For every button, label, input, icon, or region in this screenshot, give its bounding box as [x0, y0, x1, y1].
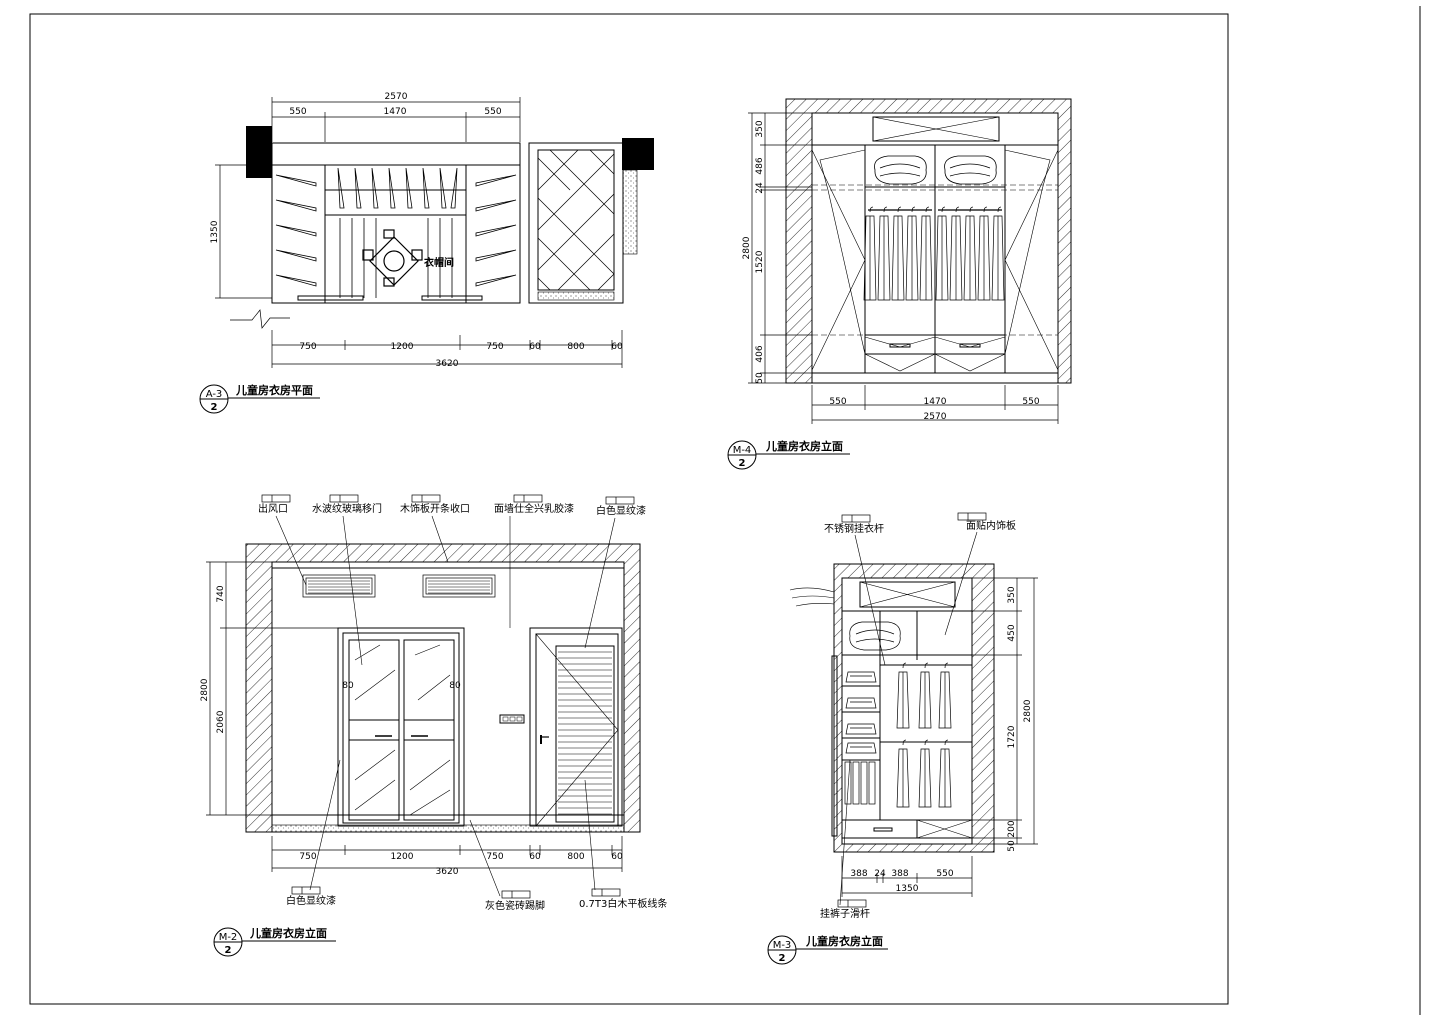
m4-dim-bottom-total: 2570	[924, 412, 947, 422]
m3-dim-b-total: 1350	[896, 884, 919, 894]
callout-wall-paint: 面墙仕全兴乳胶漆	[494, 502, 574, 515]
dim-bottom-5: 800	[567, 342, 584, 352]
m3-title: 儿童房衣房立面	[805, 934, 883, 948]
m2-dim-bottom: 2060	[216, 710, 226, 733]
m3-dim-b3: 388	[891, 869, 908, 879]
m2-dim-b3: 750	[486, 852, 503, 862]
m4-dim-6: 50	[755, 372, 765, 384]
elevation-m4: 2800 350 24 486 1520 406 50 550 1470 550…	[727, 98, 1072, 470]
m3-dim-2: 450	[1007, 624, 1017, 641]
callout-white-paint-top: 白色显纹漆	[596, 504, 646, 517]
m4-dim-2: 24	[755, 182, 765, 194]
plan-tag: A-3	[206, 389, 223, 400]
m3-dim-b4: 550	[936, 869, 953, 879]
m3-dim-5: 50	[1007, 840, 1017, 852]
dim-top-total: 2570	[385, 92, 408, 102]
dim-bottom-4: 60	[529, 342, 541, 352]
callout-glass-door: 水波纹玻璃移门	[312, 502, 382, 515]
m3-dim-4: 200	[1007, 820, 1017, 837]
m3-dim-total: 2800	[1023, 699, 1033, 722]
door-mark-left: 80	[342, 681, 354, 691]
elevation-m2: 80 80 出风口 水波纹玻璃移门 木饰板开条收口 面墙仕全兴乳胶漆 白色显纹漆	[200, 494, 987, 957]
callout-tile-skirting: 灰色瓷砖踢脚	[485, 899, 545, 912]
m4-dim-3: 486	[755, 157, 765, 174]
m3-sheet: 2	[779, 953, 786, 964]
m4-dim-1: 350	[755, 120, 765, 137]
callout-wood-trim: 木饰板开条收口	[400, 502, 470, 515]
m4-dim-5: 406	[755, 345, 765, 362]
m4-dim-total: 2800	[742, 236, 752, 259]
elevation-m3: 不锈钢挂衣杆 面贴内饰板 挂裤子滑杆 2800 350 450 1720 200…	[767, 519, 1038, 965]
callout-wood-strip: 0.7T3白木平板线条	[579, 897, 667, 910]
callout-inner-panel: 面贴内饰板	[966, 519, 1016, 532]
m4-sheet: 2	[739, 458, 746, 469]
m2-dim-b1: 750	[299, 852, 316, 862]
m2-dim-b4: 60	[529, 852, 541, 862]
m2-dim-b-total: 3620	[436, 867, 459, 877]
m4-title: 儿童房衣房立面	[765, 439, 843, 453]
m2-sheet: 2	[225, 945, 232, 956]
m2-dim-b5: 800	[567, 852, 584, 862]
m4-tag: M-4	[733, 445, 752, 456]
room-label: 衣帽间	[424, 256, 454, 269]
dim-left: 1350	[210, 220, 220, 243]
callout-vent: 出风口	[258, 502, 288, 515]
m2-dim-b2: 1200	[391, 852, 414, 862]
plan-sheet: 2	[211, 402, 218, 413]
plan-title: 儿童房衣房平面	[235, 383, 313, 397]
m2-tag: M-2	[219, 932, 238, 943]
m3-dim-1: 350	[1007, 586, 1017, 603]
dim-bottom-2: 1200	[391, 342, 414, 352]
dim-top-mid: 1470	[384, 107, 407, 117]
m2-title: 儿童房衣房立面	[249, 926, 327, 940]
m3-dim-b1: 388	[850, 869, 867, 879]
dim-bottom-total: 3620	[436, 359, 459, 369]
callout-white-paint-bottom: 白色显纹漆	[286, 894, 336, 907]
m3-dim-3: 1720	[1007, 725, 1017, 748]
dim-bottom-1: 750	[299, 342, 316, 352]
dim-bottom-3: 750	[486, 342, 503, 352]
m4-dim-bottom-mid: 1470	[924, 397, 947, 407]
m4-dim-4: 1520	[755, 250, 765, 273]
callout-trouser-rail: 挂裤子滑杆	[820, 907, 870, 920]
dim-top-right: 550	[484, 107, 501, 117]
m2-dim-total: 2800	[200, 678, 210, 701]
dim-top-left: 550	[289, 107, 306, 117]
m2-dim-b6: 60	[611, 852, 623, 862]
dim-bottom-6: 60	[611, 342, 623, 352]
m4-dim-bottom-right: 550	[1022, 397, 1039, 407]
door-mark-right: 80	[449, 681, 461, 691]
plan-a3: 2570 550 1470 550 1350	[199, 92, 654, 414]
m2-dim-top: 740	[216, 585, 226, 602]
m3-tag: M-3	[773, 940, 792, 951]
m3-dim-b2: 24	[874, 869, 886, 879]
callout-hanging-rod: 不锈钢挂衣杆	[824, 522, 884, 535]
m4-dim-bottom-left: 550	[829, 397, 846, 407]
